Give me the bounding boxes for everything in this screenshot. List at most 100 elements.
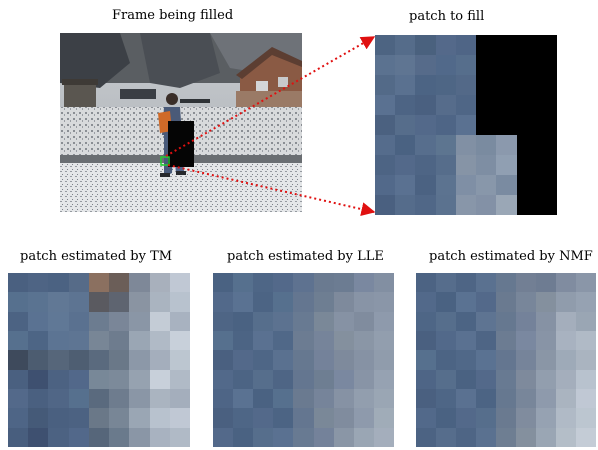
patch-cell xyxy=(213,350,234,370)
patch-cell xyxy=(293,273,314,293)
patch-cell xyxy=(273,389,294,409)
patch-cell xyxy=(8,369,29,389)
patch-cell xyxy=(436,331,456,351)
patch-cell xyxy=(48,408,69,428)
patch-cell xyxy=(556,369,576,389)
patch-cell xyxy=(28,350,49,370)
patch-cell xyxy=(253,389,274,409)
patch-cell xyxy=(375,55,396,75)
patch-cell xyxy=(496,195,517,215)
patch-cell xyxy=(88,331,110,351)
patch-cell xyxy=(516,427,536,447)
patch-cell xyxy=(456,311,476,331)
patch-cell xyxy=(109,292,130,312)
patch-cell xyxy=(516,389,536,409)
patch-cell xyxy=(333,408,354,428)
patch-cell xyxy=(375,155,396,175)
patch-cell xyxy=(435,55,456,75)
patch-cell xyxy=(536,350,556,370)
patch-cell xyxy=(576,427,596,447)
patch-cell xyxy=(313,369,334,389)
patch-cell xyxy=(129,427,150,447)
patch-cell xyxy=(273,350,294,370)
patch-cell xyxy=(536,55,557,75)
patch-cell xyxy=(375,115,396,135)
patch-cell xyxy=(169,369,190,389)
patch-cell xyxy=(435,155,456,175)
patch-cell xyxy=(28,369,49,389)
patch-cell xyxy=(435,115,456,135)
patch-cell xyxy=(536,273,556,293)
patch-cell xyxy=(68,331,89,351)
patch-cell xyxy=(149,331,170,351)
patch-cell xyxy=(496,350,516,370)
patch-cell xyxy=(496,95,517,115)
patch-cell xyxy=(273,427,294,447)
patch-cell xyxy=(416,311,436,331)
patch-cell xyxy=(476,195,497,215)
patch-cell xyxy=(576,292,596,312)
patch-cell xyxy=(375,35,396,55)
patch-cell xyxy=(496,427,516,447)
patch-cell xyxy=(415,195,436,215)
patch-cell xyxy=(416,389,436,409)
patch-cell xyxy=(536,155,557,175)
patch-cell xyxy=(476,135,497,155)
patch-cell xyxy=(435,135,456,155)
patch-cell xyxy=(476,311,496,331)
patch-cell xyxy=(476,55,497,75)
patch-cell xyxy=(435,75,456,95)
patch-cell xyxy=(456,273,476,293)
patch-cell xyxy=(436,273,456,293)
patch-cell xyxy=(233,273,254,293)
patch-cell xyxy=(353,427,374,447)
patch-cell xyxy=(88,408,110,428)
patch-cell xyxy=(129,389,150,409)
patch-cell xyxy=(353,292,374,312)
nmf-caption: patch estimated by NMF xyxy=(429,249,593,264)
patch-cell xyxy=(169,273,190,293)
patch-cell xyxy=(48,292,69,312)
patch-cell xyxy=(88,292,110,312)
patch-cell xyxy=(273,311,294,331)
patch-cell xyxy=(149,311,170,331)
patch-cell xyxy=(516,135,537,155)
patch-cell xyxy=(233,292,254,312)
patch-cell xyxy=(333,273,354,293)
patch-cell xyxy=(416,292,436,312)
patch-cell xyxy=(455,75,477,95)
patch-cell xyxy=(476,331,496,351)
patch-cell xyxy=(435,35,456,55)
patch-cell xyxy=(395,95,416,115)
patch-cell xyxy=(88,389,110,409)
patch-estimated-tm xyxy=(8,273,190,447)
patch-cell xyxy=(169,350,190,370)
patch-cell xyxy=(253,273,274,293)
patch-cell xyxy=(455,155,477,175)
patch-cell xyxy=(476,35,497,55)
patch-cell xyxy=(333,369,354,389)
patch-cell xyxy=(169,389,190,409)
patch-cell xyxy=(436,369,456,389)
patch-cell xyxy=(416,427,436,447)
patch-cell xyxy=(476,350,496,370)
patch-to-fill xyxy=(375,35,557,215)
patch-cell xyxy=(576,369,596,389)
patch-cell xyxy=(273,273,294,293)
patch-cell xyxy=(496,292,516,312)
patch-cell xyxy=(516,311,536,331)
patch-cell xyxy=(149,273,170,293)
patch-cell xyxy=(556,292,576,312)
patch-cell xyxy=(456,292,476,312)
patch-cell xyxy=(476,408,496,428)
patch-cell xyxy=(233,331,254,351)
patch-cell xyxy=(233,350,254,370)
patch-cell xyxy=(536,195,557,215)
patch-cell xyxy=(8,311,29,331)
patch-cell xyxy=(373,331,394,351)
patch-cell xyxy=(8,331,29,351)
patch-cell xyxy=(476,95,497,115)
patch-cell xyxy=(68,389,89,409)
patch-cell xyxy=(169,427,190,447)
patch-cell xyxy=(129,331,150,351)
